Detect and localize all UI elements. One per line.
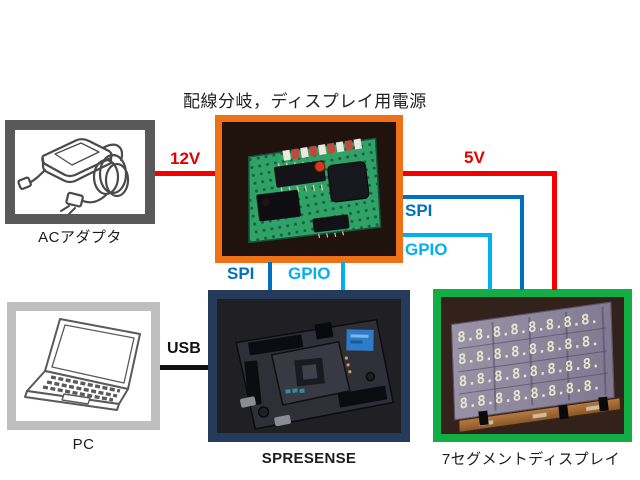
wire-gpio-bottom: [341, 262, 345, 290]
pc-box: [7, 302, 160, 430]
wire-usb: [160, 365, 208, 370]
spresense-photo: [217, 299, 401, 433]
pc-laptop-illustration: [24, 318, 141, 411]
wire-spi-right-label: SPI: [405, 201, 433, 220]
wire-spi-bottom-label: SPI: [227, 264, 255, 283]
seven-segment-module: 8.8.8.8.8.8.8.8. 8.8.8.8.8.8.8.8. 8.8.8.…: [450, 301, 622, 433]
wire-12v-label: 12V: [170, 149, 201, 168]
ac-adapter-box: [5, 120, 155, 224]
diagram-title: 配線分岐，ディスプレイ用電源: [183, 92, 427, 111]
wire-5v-label: 5V: [464, 148, 485, 167]
display-box: 8.8.8.8.8.8.8.8. 8.8.8.8.8.8.8.8. 8.8.8.…: [433, 289, 632, 442]
wire-5v-horizontal: [403, 171, 557, 176]
module-leg: [558, 404, 569, 420]
wire-spi-bottom: [268, 262, 272, 290]
power-board-photo: [222, 122, 396, 256]
ac-adapter-illustration: [17, 138, 130, 215]
wire-gpio-right-horizontal: [403, 233, 492, 237]
spresense-label: SPRESENSE: [261, 450, 357, 467]
display-photo: 8.8.8.8.8.8.8.8. 8.8.8.8.8.8.8.8. 8.8.8.…: [441, 297, 624, 434]
pc-photo: [16, 311, 151, 421]
module-leg: [598, 396, 609, 412]
wire-usb-label: USB: [167, 340, 201, 357]
ac-adapter-photo: [15, 130, 145, 215]
wire-gpio-right-vertical: [488, 233, 492, 290]
wire-5v-vertical: [552, 171, 557, 290]
wire-12v: [155, 171, 215, 176]
wire-gpio-bottom-label: GPIO: [288, 264, 331, 283]
display-label: 7セグメントディスプレイ: [441, 451, 621, 468]
ac-adapter-label: ACアダプタ: [38, 229, 122, 246]
wire-spi-right-vertical: [520, 195, 524, 290]
power-board-box: [215, 115, 403, 263]
pc-label: PC: [72, 436, 95, 453]
wire-gpio-right-label: GPIO: [405, 240, 448, 259]
spresense-box: [208, 290, 410, 442]
module-leg: [478, 410, 489, 426]
wire-spi-right-horizontal: [403, 195, 524, 199]
